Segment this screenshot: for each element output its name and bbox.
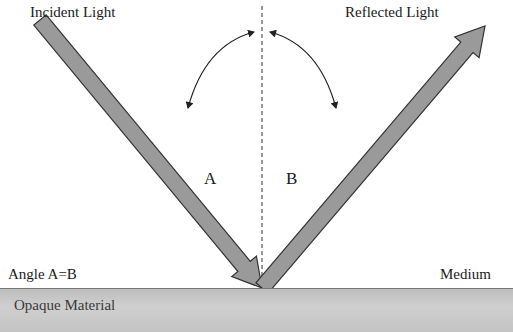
beam-label: Reflected Light (345, 4, 439, 21)
angle-label: B (286, 170, 297, 189)
material-band: Opaque Material (0, 288, 513, 332)
angle-arc (188, 32, 254, 108)
note-label: Angle A=B (8, 266, 77, 283)
reflected-beam (256, 26, 485, 293)
angle-label: A (204, 170, 216, 189)
medium-label: Medium (440, 266, 491, 283)
normal-line (262, 6, 263, 288)
incident-beam (34, 15, 262, 288)
beam-label: Incident Light (30, 4, 115, 21)
material-label: Opaque Material (14, 297, 513, 314)
angle-arc (270, 32, 336, 108)
